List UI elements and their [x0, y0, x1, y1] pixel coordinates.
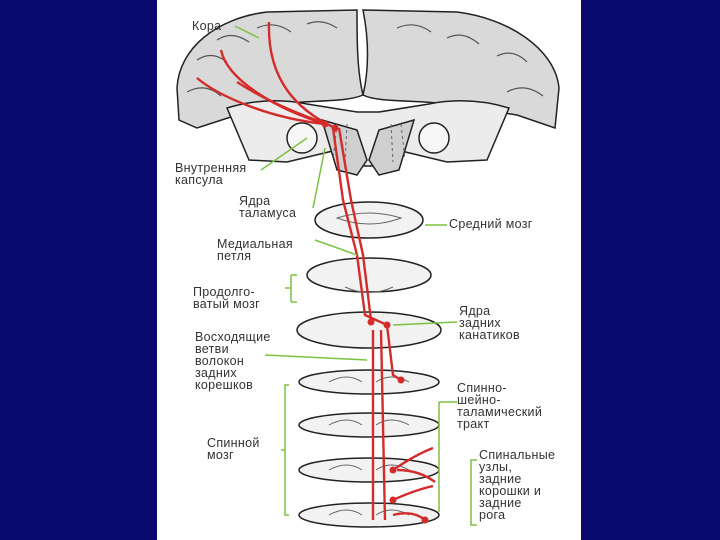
label-ascending-branches: Восходящие ветви волокон задних корешков	[195, 330, 271, 392]
label-cortex: Кора	[192, 19, 222, 33]
label-dorsal-column-nuclei: Ядра задних канатиков	[459, 304, 520, 342]
sensory-pathway-diagram	[176, 9, 560, 528]
sensory-tracts	[196, 21, 436, 521]
label-thalamus-nuclei: Ядра таламуса	[239, 194, 297, 220]
label-spinocervicothalamic-tract: Спинно- шейно- таламический тракт	[457, 381, 543, 431]
brainstem-sections	[296, 201, 442, 528]
synapse-dots	[321, 120, 429, 524]
diagram-slide: Кора Внутренняя капсула Ядра таламуса Ср…	[157, 0, 581, 540]
label-medulla: Продолго- ватый мозг	[193, 285, 261, 311]
brain-section	[176, 9, 560, 176]
label-spinal-cord: Спинной мозг	[207, 436, 260, 462]
label-pointers	[234, 25, 477, 526]
label-midbrain: Средний мозг	[449, 217, 533, 231]
label-internal-capsule: Внутренняя капсула	[175, 161, 247, 187]
label-medial-lemniscus: Медиальная петля	[217, 237, 293, 263]
label-spinal-ganglia: Спинальные узлы, задние корошки и задние…	[479, 448, 556, 522]
